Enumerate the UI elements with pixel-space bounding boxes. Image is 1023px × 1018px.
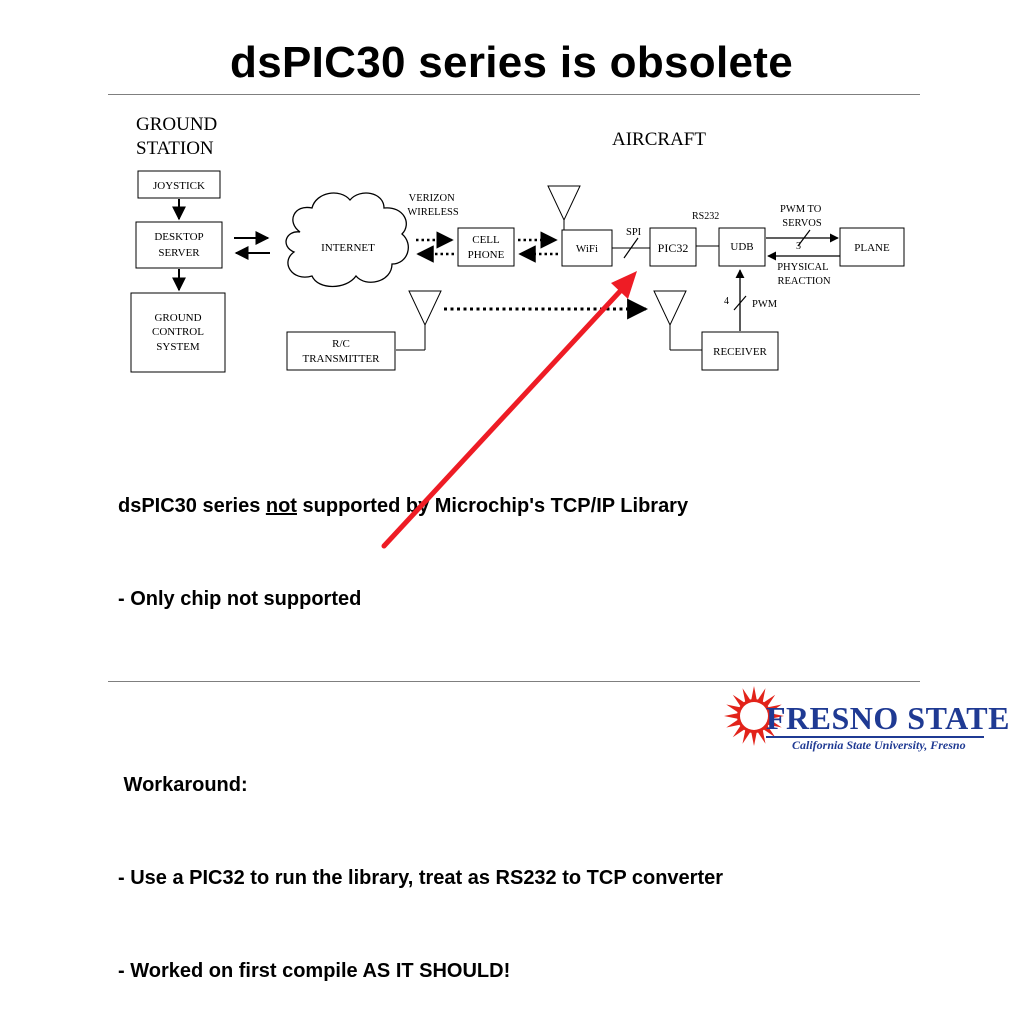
svg-text:RECEIVER: RECEIVER xyxy=(713,346,767,358)
svg-text:PIC32: PIC32 xyxy=(658,241,689,255)
receiver-box: RECEIVER xyxy=(701,331,779,371)
verizon-wireless-label: VERIZON WIRELESS xyxy=(407,193,458,218)
sunburst-ray xyxy=(769,713,784,719)
sunburst-ray xyxy=(724,713,739,719)
logo-underline xyxy=(766,736,984,738)
pwm-bus-slash xyxy=(733,295,747,311)
svg-text:SERVER: SERVER xyxy=(158,247,200,259)
fresno-state-wordmark: FRESNO STATE xyxy=(766,700,1010,736)
desktop-server-box: DESKTOP SERVER xyxy=(135,221,223,269)
svg-text:TRANSMITTER: TRANSMITTER xyxy=(303,353,381,365)
sunburst-ray xyxy=(742,729,751,744)
servo-count-label: 3 xyxy=(796,241,801,252)
ground-station-heading: GROUND STATION xyxy=(136,114,222,159)
sunburst-ray xyxy=(757,688,766,703)
wifi-box: WiFi xyxy=(561,229,613,267)
svg-text:DESKTOP: DESKTOP xyxy=(154,231,203,243)
sunburst-ray xyxy=(742,688,751,703)
svg-text:JOYSTICK: JOYSTICK xyxy=(153,180,205,192)
svg-text:UDB: UDB xyxy=(730,241,753,253)
svg-text:R/C: R/C xyxy=(332,338,350,350)
svg-text:INTERNET: INTERNET xyxy=(321,242,375,254)
sunburst-ray xyxy=(726,719,741,728)
internet-cloud: INTERNET xyxy=(285,192,409,288)
sunburst-ray xyxy=(767,704,782,713)
sunburst-ray xyxy=(757,729,766,744)
slide-body: dsPIC30 series not supported by Microchi… xyxy=(118,429,723,1018)
aircraft-heading: AIRCRAFT xyxy=(612,129,706,150)
cell-phone-box: CELL PHONE xyxy=(457,227,515,267)
body-line-workaround: Workaround: xyxy=(118,774,248,796)
udb-box: UDB xyxy=(718,227,766,267)
svg-text:CELL: CELL xyxy=(472,234,500,246)
spi-label: SPI xyxy=(626,227,642,238)
physical-reaction-label: PHYSICAL REACTION xyxy=(777,262,831,287)
body-line-5: - Worked on first compile AS IT SHOULD! xyxy=(118,960,511,982)
body-line-1: dsPIC30 series not supported by Microchi… xyxy=(118,495,689,517)
svg-text:CONTROL: CONTROL xyxy=(152,326,204,338)
sunburst-ray xyxy=(767,719,782,728)
fresno-state-tagline: California State University, Fresno xyxy=(792,738,966,752)
body-line-2: - Only chip not supported xyxy=(118,588,362,610)
pwm-to-servos-label: PWM TO SERVOS xyxy=(780,204,824,229)
sunburst-ray xyxy=(763,725,776,738)
fresno-state-sunburst-logo xyxy=(724,686,784,746)
rc-transmitter-box: R/C TRANSMITTER xyxy=(286,331,396,371)
top-divider xyxy=(108,94,920,95)
ground-control-system-box: GROUND CONTROL SYSTEM xyxy=(130,292,226,373)
sunburst-ray xyxy=(726,704,741,713)
sunburst-ray xyxy=(732,694,745,707)
transmitter-antenna-icon xyxy=(396,290,442,351)
pic32-box: PIC32 xyxy=(649,227,697,267)
svg-text:PHONE: PHONE xyxy=(468,249,505,261)
bottom-divider xyxy=(108,681,920,682)
sunburst-ray xyxy=(732,725,745,738)
svg-text:GROUND: GROUND xyxy=(154,312,201,324)
body-line-4: - Use a PIC32 to run the library, treat … xyxy=(118,867,724,889)
receiver-antenna-icon xyxy=(653,290,702,351)
receiver-count-label: 4 xyxy=(724,296,729,307)
svg-text:PLANE: PLANE xyxy=(854,242,890,254)
joystick-box: JOYSTICK xyxy=(137,170,221,199)
system-block-diagram: GROUND STATION AIRCRAFT JOYSTICK DESKTOP… xyxy=(130,114,905,373)
plane-box: PLANE xyxy=(839,227,905,267)
svg-text:WiFi: WiFi xyxy=(576,243,598,255)
wifi-antenna-icon xyxy=(547,185,581,230)
pwm-label: PWM xyxy=(752,299,778,310)
rs232-label: RS232 xyxy=(692,211,719,222)
spi-bus-slash xyxy=(623,237,639,259)
svg-text:SYSTEM: SYSTEM xyxy=(156,341,200,353)
sunburst-ray xyxy=(763,694,776,707)
sunburst-ray xyxy=(751,686,757,701)
slide-title: dsPIC30 series is obsolete xyxy=(230,38,793,87)
servo-bus-slash xyxy=(797,229,811,247)
sunburst-ray xyxy=(751,731,757,746)
emphasis-not: not xyxy=(265,495,297,517)
